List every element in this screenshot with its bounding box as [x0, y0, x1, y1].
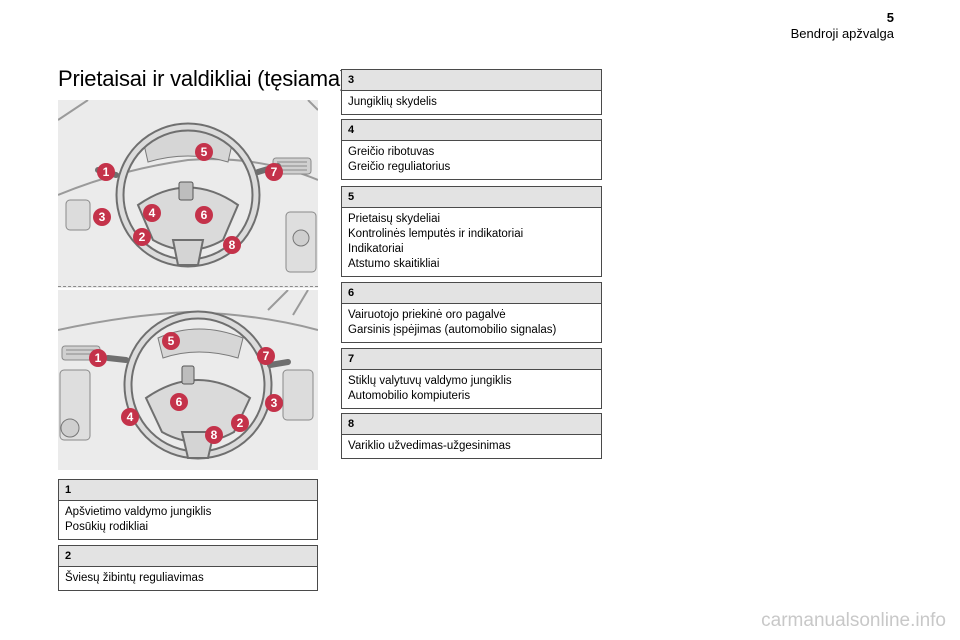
entry-line: Apšvietimo valdymo jungiklis [65, 506, 212, 518]
page-title: Prietaisai ir valdikliai (tęsiama) [58, 66, 348, 91]
entry-number: 5 [342, 187, 601, 208]
entry-number: 3 [342, 70, 601, 91]
entry-6: 6 Vairuotojo priekinė oro pagalvė Garsin… [341, 282, 602, 343]
svg-text:2: 2 [237, 416, 244, 430]
entry-line: Indikatoriai [348, 243, 404, 255]
entry-2: 2 Šviesų žibintų reguliavimas [58, 545, 318, 591]
entry-line: Jungiklių skydelis [348, 96, 437, 108]
callout-badge-2: 2 [231, 414, 249, 432]
callout-badge-4: 4 [121, 408, 139, 426]
steering-wheel-drawing: 1 2 3 4 5 6 7 8 [58, 290, 318, 470]
callout-badge-7: 7 [265, 163, 283, 181]
callout-badge-3: 3 [93, 208, 111, 226]
entry-line: Garsinis įspėjimas (automobilio signalas… [348, 324, 557, 336]
entry-number: 8 [342, 414, 601, 435]
svg-text:6: 6 [176, 395, 183, 409]
entry-line: Greičio reguliatorius [348, 161, 451, 173]
entry-number: 2 [59, 546, 317, 567]
svg-text:8: 8 [229, 238, 236, 252]
callout-badges: 1 2 3 4 5 6 7 8 [89, 332, 283, 444]
callout-badge-8: 8 [205, 426, 223, 444]
svg-text:8: 8 [211, 428, 218, 442]
entry-line: Vairuotojo priekinė oro pagalvė [348, 309, 506, 321]
dashboard-illustration-right-hand-drive: 1 2 3 4 5 6 7 8 [58, 290, 318, 470]
steering-wheel-drawing: 1 2 3 4 5 6 7 8 [58, 100, 318, 288]
svg-text:4: 4 [127, 410, 134, 424]
callout-badge-4: 4 [143, 204, 161, 222]
callout-badge-3: 3 [265, 394, 283, 412]
entry-line: Automobilio kompiuteris [348, 390, 471, 402]
callout-badge-1: 1 [97, 163, 115, 181]
callout-badge-5: 5 [162, 332, 180, 350]
entry-line: Posūkių rodikliai [65, 521, 149, 533]
callout-badge-1: 1 [89, 349, 107, 367]
entry-7: 7 Stiklų valytuvų valdymo jungiklis Auto… [341, 348, 602, 409]
svg-text:3: 3 [99, 210, 106, 224]
entry-number: 1 [59, 480, 317, 501]
callout-badge-6: 6 [170, 393, 188, 411]
entry-4: 4 Greičio ribotuvas Greičio reguliatoriu… [341, 119, 602, 180]
svg-text:1: 1 [95, 351, 102, 365]
entry-number: 6 [342, 283, 601, 304]
entry-line: Šviesų žibintų reguliavimas [65, 572, 204, 584]
watermark: carmanualsonline.info [761, 610, 946, 631]
svg-text:5: 5 [201, 145, 208, 159]
svg-text:2: 2 [139, 230, 146, 244]
entry-3: 3 Jungiklių skydelis [341, 69, 602, 115]
entry-number: 7 [342, 349, 601, 370]
entry-line: Stiklų valytuvų valdymo jungiklis [348, 375, 512, 387]
callout-badge-5: 5 [195, 143, 213, 161]
illustration-divider [58, 286, 318, 287]
dashboard-illustration-left-hand-drive: 1 2 3 4 5 6 7 8 [58, 100, 318, 288]
callout-badge-8: 8 [223, 236, 241, 254]
callout-badges: 1 2 3 4 5 6 7 8 [93, 143, 283, 254]
svg-text:4: 4 [149, 206, 156, 220]
svg-text:5: 5 [168, 334, 175, 348]
svg-text:7: 7 [271, 165, 278, 179]
entry-line: Greičio ribotuvas [348, 146, 435, 158]
callout-badge-6: 6 [195, 206, 213, 224]
svg-text:1: 1 [103, 165, 110, 179]
entry-line: Prietaisų skydeliai [348, 213, 441, 225]
entry-8: 8 Variklio užvedimas-užgesinimas [341, 413, 602, 459]
section-title: Bendroji apžvalga [790, 26, 894, 41]
svg-text:6: 6 [201, 208, 208, 222]
callout-badge-2: 2 [133, 228, 151, 246]
page-number: 5 [886, 10, 894, 25]
svg-text:3: 3 [271, 396, 278, 410]
svg-text:7: 7 [263, 349, 270, 363]
entry-5: 5 Prietaisų skydeliai Kontrolinės lemput… [341, 186, 602, 277]
callout-badge-7: 7 [257, 347, 275, 365]
entry-line: Atstumo skaitikliai [348, 258, 440, 270]
entry-line: Variklio užvedimas-užgesinimas [348, 440, 511, 452]
entry-1: 1 Apšvietimo valdymo jungiklis Posūkių r… [58, 479, 318, 540]
entry-line: Kontrolinės lemputės ir indikatoriai [348, 228, 524, 240]
entry-number: 4 [342, 120, 601, 141]
